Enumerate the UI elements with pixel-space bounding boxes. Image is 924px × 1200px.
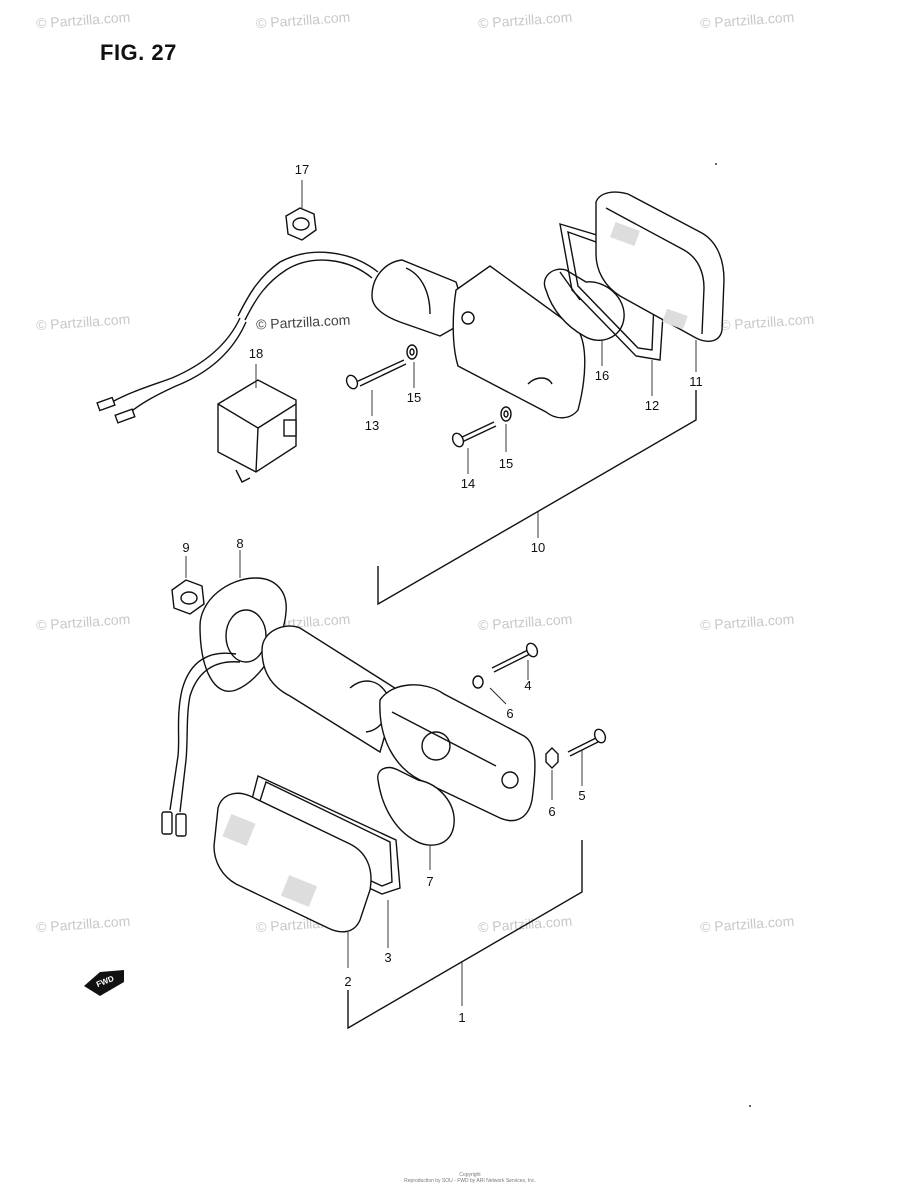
callout-16: 16: [594, 368, 610, 383]
bracket-1: [347, 840, 583, 1030]
callout-6: 6: [548, 804, 556, 819]
callout-17: 17: [294, 162, 310, 177]
callout-15: 15: [406, 390, 422, 405]
callout-5: 5: [578, 788, 586, 803]
callout-12: 12: [644, 398, 660, 413]
front-lamp-stem: [261, 625, 399, 754]
callout-1: 1: [458, 1010, 466, 1025]
washer-6-lower: [545, 747, 559, 769]
speck: [715, 163, 717, 165]
callout-9: 9: [182, 540, 190, 555]
washer-15-upper: [406, 344, 418, 360]
nut-17: [285, 207, 317, 241]
screw-5: [567, 728, 607, 757]
relay-18: [217, 379, 297, 483]
copyright-line: Copyright: [459, 1172, 481, 1178]
screw-14: [451, 421, 497, 448]
copyright-notice: Copyright Reproduction by SOU - FWD by A…: [400, 1172, 540, 1184]
rear-lamp-housing: [371, 259, 586, 419]
screw-13: [345, 359, 407, 390]
front-lamp-housing: [379, 684, 536, 822]
callout-15: 15: [498, 456, 514, 471]
callout-13: 13: [364, 418, 380, 433]
callout-6: 6: [506, 706, 514, 721]
copyright-line: Reproduction by SOU - FWD by ARI Network…: [404, 1178, 536, 1184]
callout-3: 3: [384, 950, 392, 965]
speck: [749, 1105, 751, 1107]
nut-9: [171, 579, 205, 615]
lens-2: [213, 792, 372, 933]
fwd-arrow-icon: [84, 970, 124, 996]
wire-harness-upper: [96, 251, 379, 424]
wire-harness-lower: [161, 652, 241, 837]
callout-10: 10: [530, 540, 546, 555]
callout-18: 18: [248, 346, 264, 361]
callout-11: 11: [689, 374, 703, 389]
screw-4: [491, 642, 539, 673]
lens-11: [595, 191, 725, 342]
callout-4: 4: [524, 678, 532, 693]
washer-15-lower: [500, 406, 512, 422]
figure-title: FIG. 27: [100, 40, 177, 65]
callout-8: 8: [236, 536, 244, 551]
callout-7: 7: [426, 874, 434, 889]
bulb-7: [377, 766, 455, 846]
washer-6-upper: [472, 675, 484, 689]
bracket-10: [377, 390, 697, 606]
leader-6-upper: [489, 687, 507, 705]
callout-14: 14: [460, 476, 476, 491]
callout-2: 2: [344, 974, 352, 989]
